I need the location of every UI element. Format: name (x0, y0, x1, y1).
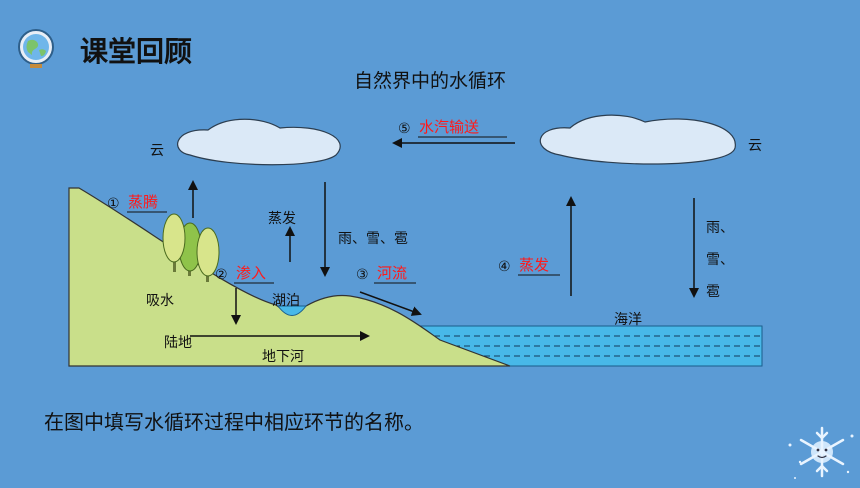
cloud-left (177, 118, 341, 166)
step1-answer: 蒸腾 (128, 193, 158, 211)
diagram-subtitle: 自然界中的水循环 (354, 70, 506, 92)
arrow-runoff (359, 291, 422, 316)
trees-icon (162, 213, 220, 282)
evaporation-label: 蒸发 (268, 211, 296, 227)
ocean-label: 海洋 (614, 312, 642, 328)
step1-number: ① (107, 196, 120, 212)
precipitation-right-label-3: 雹 (706, 284, 720, 300)
sparkle-dots (788, 434, 854, 479)
arrows (188, 138, 699, 341)
step3-answer: 河流 (377, 264, 407, 282)
step5-number: ⑤ (398, 121, 411, 137)
precipitation-left-label: 雨、雪、雹 (338, 231, 408, 247)
lake-label: 湖泊 (272, 293, 300, 309)
cloud-right-label: 云 (748, 138, 762, 154)
answer-blanks (127, 136, 560, 284)
step3-number: ③ (356, 267, 369, 283)
step4-number: ④ (498, 259, 511, 275)
cloud-right (539, 114, 736, 165)
step5-answer: 水汽输送 (419, 118, 479, 136)
snowflake-icon (799, 426, 845, 478)
land-label: 陆地 (164, 335, 192, 351)
globe-icon (18, 29, 54, 68)
cloud-left-label: 云 (150, 143, 164, 159)
lake (277, 305, 307, 316)
step4-answer: 蒸发 (519, 256, 549, 274)
precipitation-right-label-2: 雪、 (706, 252, 734, 268)
precipitation-right-label-1: 雨、 (706, 220, 734, 236)
instruction-text: 在图中填写水循环过程中相应环节的名称。 (44, 410, 424, 434)
absorb-label: 吸水 (146, 293, 174, 309)
underground-river-label: 地下河 (262, 349, 304, 365)
page-title: 课堂回顾 (80, 35, 192, 68)
step2-answer: 渗入 (236, 264, 266, 282)
step2-number: ② (215, 267, 228, 283)
